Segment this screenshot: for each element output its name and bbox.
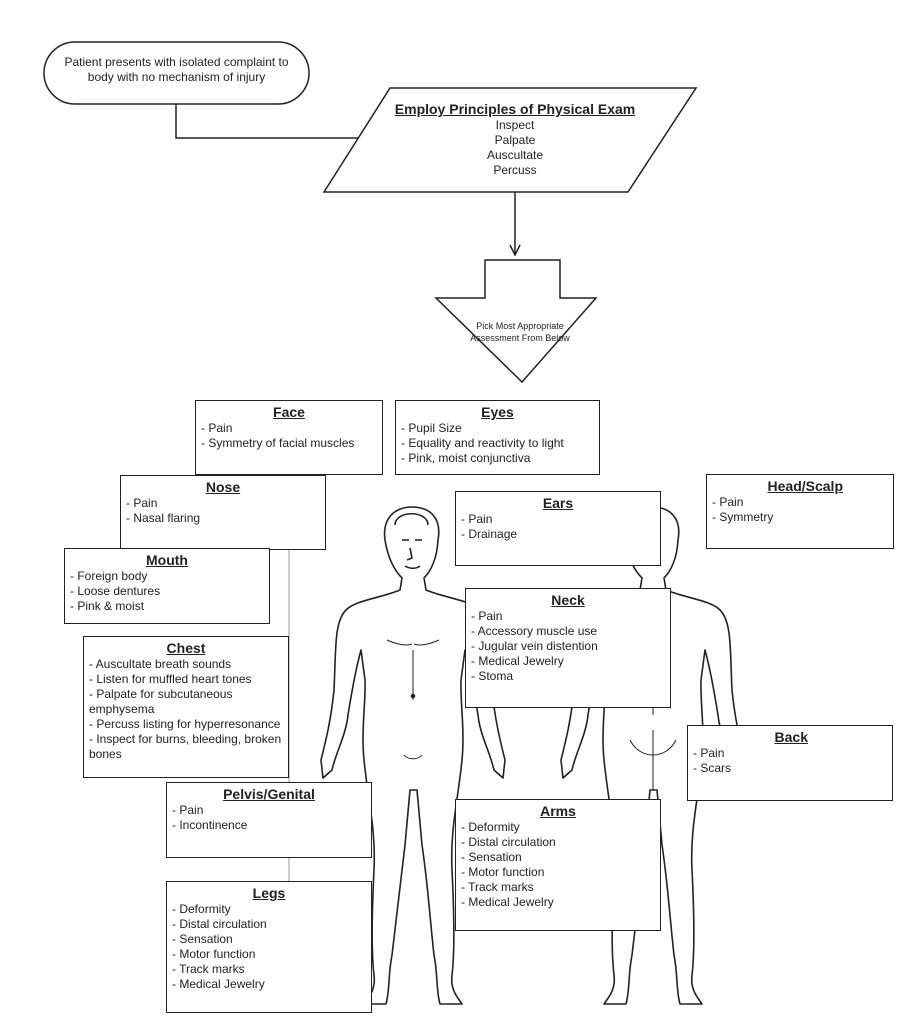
list-item: Jugular vein distention	[471, 639, 666, 654]
list-item: Pain	[471, 609, 666, 624]
list-item: Pain	[126, 496, 321, 511]
list-item: Track marks	[172, 962, 367, 977]
face-list: Pain Symmetry of facial muscles	[196, 421, 382, 451]
nose-box: Nose Pain Nasal flaring	[120, 475, 326, 550]
chest-box: Chest Auscultate breath sounds Listen fo…	[83, 636, 289, 778]
list-item: Sensation	[172, 932, 367, 947]
list-item: Pain	[461, 512, 656, 527]
exam-title: Employ Principles of Physical Exam	[394, 101, 636, 117]
list-item: Distal circulation	[461, 835, 656, 850]
nose-title: Nose	[205, 479, 241, 495]
list-item: Stoma	[471, 669, 666, 684]
list-item: Auscultate breath sounds	[89, 657, 284, 672]
list-item: Medical Jewelry	[172, 977, 367, 992]
mouth-list: Foreign body Loose dentures Pink & moist	[65, 569, 269, 614]
start-terminal-text: Patient presents with isolated complaint…	[44, 55, 309, 85]
list-item: Sensation	[461, 850, 656, 865]
pelvis-genital-box: Pelvis/Genital Pain Incontinence	[166, 782, 372, 858]
start-text-line2: body with no mechanism of injury	[87, 70, 266, 84]
exam-step-palpate: Palpate	[494, 133, 536, 147]
list-item: Loose dentures	[70, 584, 265, 599]
back-box: Back Pain Scars	[687, 725, 893, 801]
exam-step-percuss: Percuss	[493, 163, 537, 177]
list-item: Pain	[712, 495, 889, 510]
list-item: Pink, moist conjunctiva	[401, 451, 595, 466]
pick-text-line2: Assessment From Below	[470, 333, 570, 343]
list-item: Nasal flaring	[126, 511, 321, 526]
exam-parallelogram	[322, 87, 698, 193]
list-item: Palpate for subcutaneous emphysema	[89, 687, 284, 717]
list-item: Pain	[693, 746, 888, 761]
face-title: Face	[273, 404, 305, 420]
neck-title: Neck	[551, 592, 585, 608]
list-item: Track marks	[461, 880, 656, 895]
list-item: Pain	[201, 421, 378, 436]
list-item: Accessory muscle use	[471, 624, 666, 639]
head-scalp-box: Head/Scalp Pain Symmetry	[706, 474, 894, 549]
list-item: Medical Jewelry	[471, 654, 666, 669]
list-item: Motor function	[172, 947, 367, 962]
eyes-list: Pupil Size Equality and reactivity to li…	[396, 421, 599, 466]
list-item: Distal circulation	[172, 917, 367, 932]
list-item: Pink & moist	[70, 599, 265, 614]
legs-title: Legs	[252, 885, 286, 901]
neck-box: Neck Pain Accessory muscle use Jugular v…	[465, 588, 671, 708]
list-item: Incontinence	[172, 818, 367, 833]
legs-box: Legs Deformity Distal circulation Sensat…	[166, 881, 372, 1013]
list-item: Foreign body	[70, 569, 265, 584]
start-connector-arrow	[175, 104, 370, 138]
list-item: Drainage	[461, 527, 656, 542]
back-list: Pain Scars	[688, 746, 892, 776]
nose-list: Pain Nasal flaring	[121, 496, 325, 526]
list-item: Percuss listing for hyperresonance	[89, 717, 284, 732]
chest-list: Auscultate breath sounds Listen for muff…	[84, 657, 288, 762]
pick-text-line1: Pick Most Appropriate	[476, 321, 564, 331]
face-box: Face Pain Symmetry of facial muscles	[195, 400, 383, 475]
list-item: Deformity	[172, 902, 367, 917]
list-item: Motor function	[461, 865, 656, 880]
list-item: Pain	[172, 803, 367, 818]
list-item: Symmetry of facial muscles	[201, 436, 378, 451]
arms-box: Arms Deformity Distal circulation Sensat…	[455, 799, 661, 931]
mouth-box: Mouth Foreign body Loose dentures Pink &…	[64, 548, 270, 624]
exam-step-auscultate: Auscultate	[486, 148, 544, 162]
list-item: Inspect for burns, bleeding, broken bone…	[89, 732, 284, 762]
exam-step-inspect: Inspect	[495, 118, 535, 132]
arms-list: Deformity Distal circulation Sensation M…	[456, 820, 660, 910]
list-item: Scars	[693, 761, 888, 776]
head-scalp-list: Pain Symmetry	[707, 495, 893, 525]
neck-list: Pain Accessory muscle use Jugular vein d…	[466, 609, 670, 684]
eyes-box: Eyes Pupil Size Equality and reactivity …	[395, 400, 600, 475]
list-item: Deformity	[461, 820, 656, 835]
mouth-title: Mouth	[146, 552, 188, 568]
pick-block-arrow	[434, 259, 598, 384]
back-title: Back	[774, 729, 808, 745]
ears-title: Ears	[542, 495, 574, 511]
exam-text: Employ Principles of Physical Exam Inspe…	[340, 101, 690, 178]
pelvis-genital-list: Pain Incontinence	[167, 803, 371, 833]
legs-list: Deformity Distal circulation Sensation M…	[167, 902, 371, 992]
chest-title: Chest	[166, 640, 206, 656]
head-scalp-title: Head/Scalp	[767, 478, 843, 494]
pelvis-genital-title: Pelvis/Genital	[223, 786, 315, 802]
list-item: Equality and reactivity to light	[401, 436, 595, 451]
start-text-line1: Patient presents with isolated complaint…	[64, 55, 289, 69]
list-item: Pupil Size	[401, 421, 595, 436]
list-item: Listen for muffled heart tones	[89, 672, 284, 687]
ears-list: Pain Drainage	[456, 512, 660, 542]
eyes-title: Eyes	[481, 404, 514, 420]
list-item: Symmetry	[712, 510, 889, 525]
pick-text: Pick Most Appropriate Assessment From Be…	[430, 320, 610, 344]
arms-title: Arms	[540, 803, 576, 819]
ears-box: Ears Pain Drainage	[455, 491, 661, 566]
list-item: Medical Jewelry	[461, 895, 656, 910]
